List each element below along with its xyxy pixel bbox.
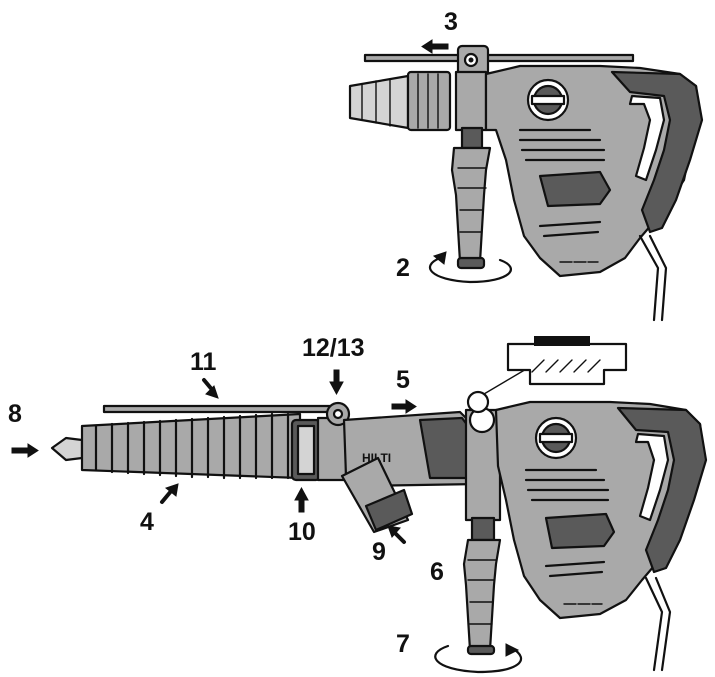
arrow-7-rotate	[434, 643, 523, 674]
arrow-11	[202, 378, 219, 399]
bottom-side-handle	[462, 538, 502, 652]
arrow-9	[387, 525, 406, 544]
arrow-2-rotate	[428, 251, 512, 284]
callout-4: 4	[140, 508, 154, 536]
callout-8: 8	[8, 400, 22, 428]
detail-callout-circle	[466, 390, 490, 414]
top-collar	[406, 70, 452, 132]
suction-tube-end	[364, 488, 414, 532]
top-chuck	[348, 74, 410, 130]
callout-12-13: 12/13	[302, 334, 365, 362]
bottom-drill: HILTI	[50, 336, 708, 672]
attachment-collar	[316, 416, 348, 482]
top-depth-gauge-rod	[363, 53, 635, 63]
top-side-handle	[450, 146, 492, 264]
callout-5: 5	[396, 366, 410, 394]
inset-detail	[506, 336, 628, 386]
top-handle-clamp	[454, 70, 488, 132]
callouts: 3 2 11 12/13 5 8 4 10 9 6 7	[8, 8, 458, 658]
top-power-cord	[638, 234, 660, 322]
callout-11: 11	[190, 348, 217, 376]
bottom-power-cord	[644, 576, 664, 672]
drill-bit-tip	[50, 436, 84, 462]
arrows	[11, 39, 523, 674]
arrow-4	[160, 483, 179, 504]
callout-10: 10	[288, 518, 316, 546]
arrow-3	[421, 39, 449, 54]
bottom-depth-gauge-rod	[102, 404, 338, 414]
dust-bellows	[80, 412, 302, 480]
top-rear-handle	[610, 70, 704, 234]
inset-key-part	[534, 336, 590, 346]
arrow-10	[294, 486, 309, 513]
bottom-rear-handle	[616, 406, 708, 574]
top-drill	[348, 44, 704, 322]
callout-6: 6	[430, 558, 444, 586]
callout-7: 7	[396, 630, 410, 658]
callout-3: 3	[444, 8, 458, 36]
arrow-12-13	[329, 369, 344, 396]
arrow-5	[391, 399, 417, 414]
callout-2: 2	[396, 254, 410, 282]
arrow-8	[11, 443, 39, 458]
callout-9: 9	[372, 538, 386, 566]
